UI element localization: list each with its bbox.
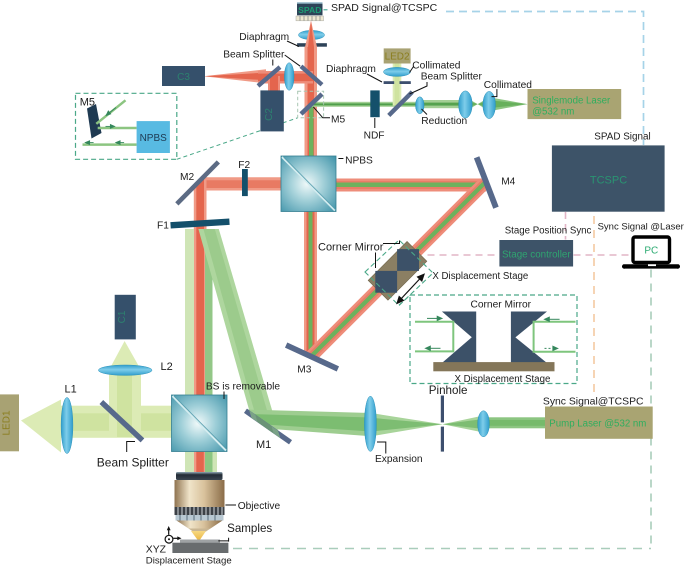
svg-text:M3: M3 [297,365,311,376]
svg-text:X Displacement Stage: X Displacement Stage [455,374,551,385]
svg-text:Pump Laser @532 nm: Pump Laser @532 nm [549,419,646,430]
svg-text:M5: M5 [80,97,95,109]
svg-text:Stage Position Sync: Stage Position Sync [505,226,592,237]
svg-text:M1: M1 [256,439,271,451]
svg-text:X Displacement Stage: X Displacement Stage [432,271,528,282]
svg-text:Collimated: Collimated [484,80,532,91]
svg-text:XYZ: XYZ [146,545,167,556]
svg-text:L2: L2 [161,361,173,373]
svg-text:Collimated: Collimated [412,61,460,72]
svg-text:Displacement Stage: Displacement Stage [146,556,232,566]
svg-text:Corner Mirror: Corner Mirror [471,300,532,311]
svg-text:Singlemode Laser: Singlemode Laser [532,95,611,106]
svg-text:Beam Splitter: Beam Splitter [97,456,169,470]
svg-text:Expansion: Expansion [375,454,423,465]
svg-text:C3: C3 [177,72,190,83]
svg-text:Beam Splitter: Beam Splitter [421,72,483,83]
svg-text:Stage controller: Stage controller [502,250,571,261]
svg-text:F1: F1 [157,221,169,232]
svg-text:NPBS: NPBS [140,133,168,144]
svg-text:SPAD Signal: SPAD Signal [594,132,650,143]
svg-text:Diaphragm: Diaphragm [239,32,289,43]
svg-text:L1: L1 [65,384,77,396]
svg-text:BS is removable: BS is removable [206,382,281,393]
svg-text:NDF: NDF [364,131,385,142]
svg-text:SPAD Signal@TCSPC: SPAD Signal@TCSPC [331,2,438,14]
svg-text:Samples: Samples [227,522,272,535]
svg-text:LED1: LED1 [2,410,13,435]
svg-text:Corner Mirror: Corner Mirror [318,242,384,254]
svg-text:SPAD: SPAD [298,5,321,15]
svg-text:M4: M4 [501,177,515,188]
svg-text:@532 nm: @532 nm [532,106,574,117]
svg-text:Diaphragm: Diaphragm [326,64,376,75]
svg-text:Reduction: Reduction [421,116,467,127]
svg-text:M5: M5 [331,115,345,126]
svg-text:TCSPC: TCSPC [590,175,627,187]
svg-text:NPBS: NPBS [345,156,373,167]
svg-text:C1: C1 [117,310,128,323]
svg-text:M2: M2 [180,172,194,183]
svg-text:Pinhole: Pinhole [429,384,468,397]
svg-text:Sync Signal @Laser: Sync Signal @Laser [598,222,684,233]
svg-text:Sync Signal@TCSPC: Sync Signal@TCSPC [543,397,644,408]
svg-text:LED2: LED2 [385,52,410,63]
svg-text:Beam Splitter: Beam Splitter [223,50,285,61]
svg-text:F2: F2 [238,160,250,171]
svg-text:PC: PC [644,246,658,257]
svg-text:C2: C2 [264,108,275,121]
svg-text:Objective: Objective [238,501,281,512]
